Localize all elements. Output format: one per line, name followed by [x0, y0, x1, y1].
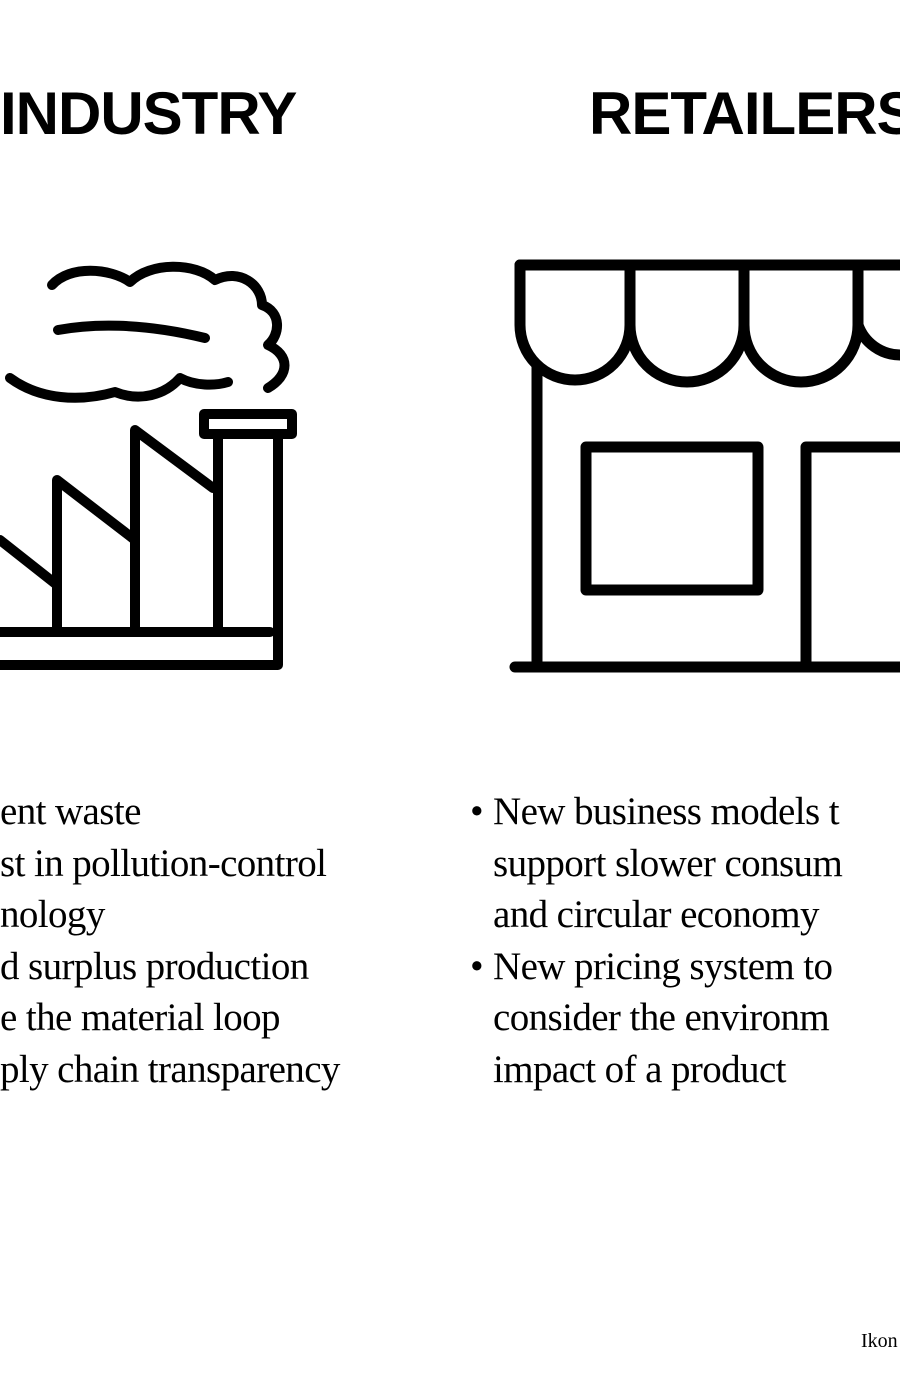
storefront-icon [509, 259, 900, 673]
list-item: st in pollution-control [0, 841, 327, 885]
list-item: ent waste [0, 790, 141, 833]
list-item: New pricing system to [493, 944, 833, 988]
industry-heading: INDUSTRY [0, 80, 297, 147]
credit-text: Ikon [861, 1330, 898, 1352]
list-item: d surplus production [0, 944, 309, 988]
factory-icon [0, 261, 297, 670]
list-item: and circular economy [493, 893, 819, 936]
list-item: impact of a product [493, 1047, 787, 1091]
list-item: ply chain transparency [0, 1047, 340, 1091]
list-item: consider the environm [493, 996, 830, 1039]
bullet-icon: • [470, 944, 484, 988]
list-item: nology [0, 893, 105, 936]
retailers-heading: RETAILERS [589, 80, 900, 147]
industry-list: ent waste st in pollution-control nology… [0, 786, 340, 1095]
list-item: support slower consum [493, 841, 843, 885]
bullet-icon: • [470, 790, 484, 833]
list-item: e the material loop [0, 996, 281, 1039]
retailers-list: •New business models t support slower co… [470, 786, 843, 1095]
list-item: New business models t [493, 790, 840, 833]
